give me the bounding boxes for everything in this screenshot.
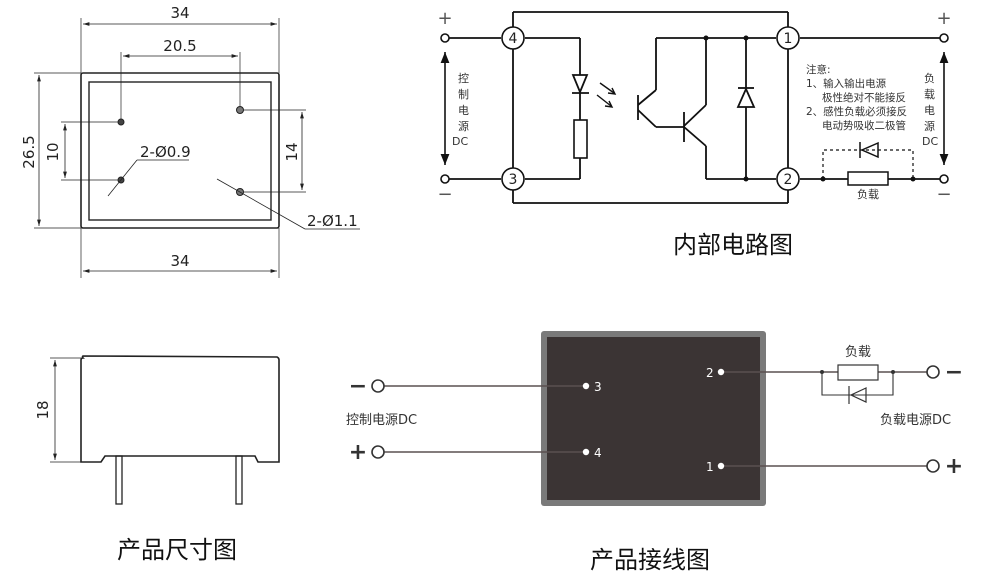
circuit-pin-3	[501, 167, 525, 191]
dim-side-height: 18	[34, 400, 52, 419]
protection-diode-symbol	[736, 86, 756, 108]
caption-dimension-drawing: 产品尺寸图	[117, 536, 237, 564]
caption-wiring-diagram: 产品接线图	[590, 546, 710, 574]
circuit-notes: 注意: 1、输入输出电源 极性绝对不能接反 2、感性负载必须接反 电动势吸收二极…	[806, 63, 907, 132]
side-view-drawing	[50, 355, 280, 505]
flyback-diode-symbol	[860, 141, 879, 159]
note-1-cont: 极性绝对不能接反	[822, 91, 906, 104]
wiring-load-resistor	[837, 364, 879, 381]
led-diode-symbol	[571, 74, 589, 95]
terminal-load-plus	[939, 33, 949, 43]
top-view-body-outer	[80, 72, 280, 229]
wiring-control-minus-sign: −	[349, 374, 367, 399]
dim-overall-height: 26.5	[20, 135, 38, 168]
circuit-pin-markers	[501, 26, 800, 191]
svg-text:负: 负	[924, 71, 935, 85]
wiring-load-plus-sign: +	[945, 454, 963, 479]
dim-top-width: 34	[170, 4, 189, 22]
wiring-control-plus-sign: +	[349, 440, 367, 465]
note-2-cont: 电动势吸收二极管	[822, 119, 906, 132]
terminal-load-minus	[939, 174, 949, 184]
control-plus-sign: +	[437, 8, 452, 29]
wiring-terminal-load-minus	[926, 365, 940, 379]
wiring-terminal-control-minus	[371, 379, 385, 393]
junction-dots	[703, 35, 916, 182]
circuit-pin-1	[776, 26, 800, 50]
wiring-pin-1-dot	[717, 462, 725, 470]
wiring-pin-4-label: 4	[594, 446, 602, 460]
wiring-load-label: 负载	[845, 345, 871, 360]
svg-text:源: 源	[924, 119, 935, 133]
control-supply-vertical-label: 控 制 电 源 DC	[452, 71, 469, 148]
side-view-body	[80, 355, 280, 463]
wiring-terminal-load-plus	[926, 459, 940, 473]
svg-text:DC: DC	[922, 135, 938, 148]
caption-internal-circuit: 内部电路图	[673, 231, 793, 259]
dim-pin-spacing: 20.5	[163, 37, 196, 55]
side-view-pin-left	[115, 455, 123, 505]
svg-text:制: 制	[458, 88, 469, 101]
wiring-pin-1-label: 1	[706, 460, 714, 474]
control-minus-sign: −	[437, 184, 452, 205]
wiring-diagram	[371, 331, 940, 506]
pin-hole-top-left	[117, 118, 125, 126]
top-view-body-inner	[88, 81, 272, 221]
circuit-pin-2-label: 2	[784, 172, 793, 188]
product-body-inner	[547, 337, 760, 500]
circuit-pin-2	[776, 167, 800, 191]
dim-right-pin-spacing: 14	[283, 142, 301, 161]
dim-bottom-width: 34	[170, 252, 189, 270]
svg-text:源: 源	[458, 119, 469, 133]
load-resistor	[847, 171, 889, 186]
load-plus-sign: +	[936, 8, 951, 29]
side-view-pin-right	[235, 455, 243, 505]
circuit-pin-4	[501, 26, 525, 50]
terminal-control-minus	[440, 174, 450, 184]
load-supply-vertical-label: 负 载 电 源 DC	[922, 71, 938, 148]
svg-text:DC: DC	[452, 135, 468, 148]
circuit-pin-3-label: 3	[509, 172, 518, 188]
dim-left-pin-spacing: 10	[44, 142, 62, 161]
svg-text:控: 控	[458, 71, 469, 85]
circuit-load-label: 负载	[857, 187, 879, 201]
svg-text:载: 载	[924, 88, 935, 101]
circuit-pin-4-label: 4	[509, 31, 518, 47]
wiring-pin-3-dot	[582, 382, 590, 390]
wiring-load-supply-label: 负载电源DC	[880, 413, 951, 428]
note-1: 1、输入输出电源	[806, 77, 887, 90]
wiring-terminal-control-plus	[371, 445, 385, 459]
wiring-load-minus-sign: −	[945, 360, 963, 385]
wiring-control-supply-label: 控制电源DC	[346, 413, 417, 428]
note-2: 2、感性负载必须接反	[806, 105, 907, 118]
load-minus-sign: −	[936, 184, 951, 205]
terminal-control-plus	[440, 33, 450, 43]
input-resistor	[573, 119, 588, 159]
circuit-pin-1-label: 1	[784, 31, 793, 47]
wiring-flyback-diode	[849, 387, 867, 403]
pin-hole-top-right	[236, 106, 244, 114]
svg-text:电: 电	[458, 104, 469, 117]
notes-title: 注意:	[806, 63, 831, 76]
dim-small-pin-diameter: 2-Ø0.9	[140, 143, 191, 161]
wiring-pin-2-label: 2	[706, 366, 714, 380]
wiring-pin-4-dot	[582, 448, 590, 456]
dim-large-pin-diameter: 2-Ø1.1	[307, 212, 358, 230]
top-view-drawing	[34, 18, 360, 278]
wiring-pin-2-dot	[717, 368, 725, 376]
svg-text:电: 电	[924, 104, 935, 117]
wiring-pin-3-label: 3	[594, 380, 602, 394]
